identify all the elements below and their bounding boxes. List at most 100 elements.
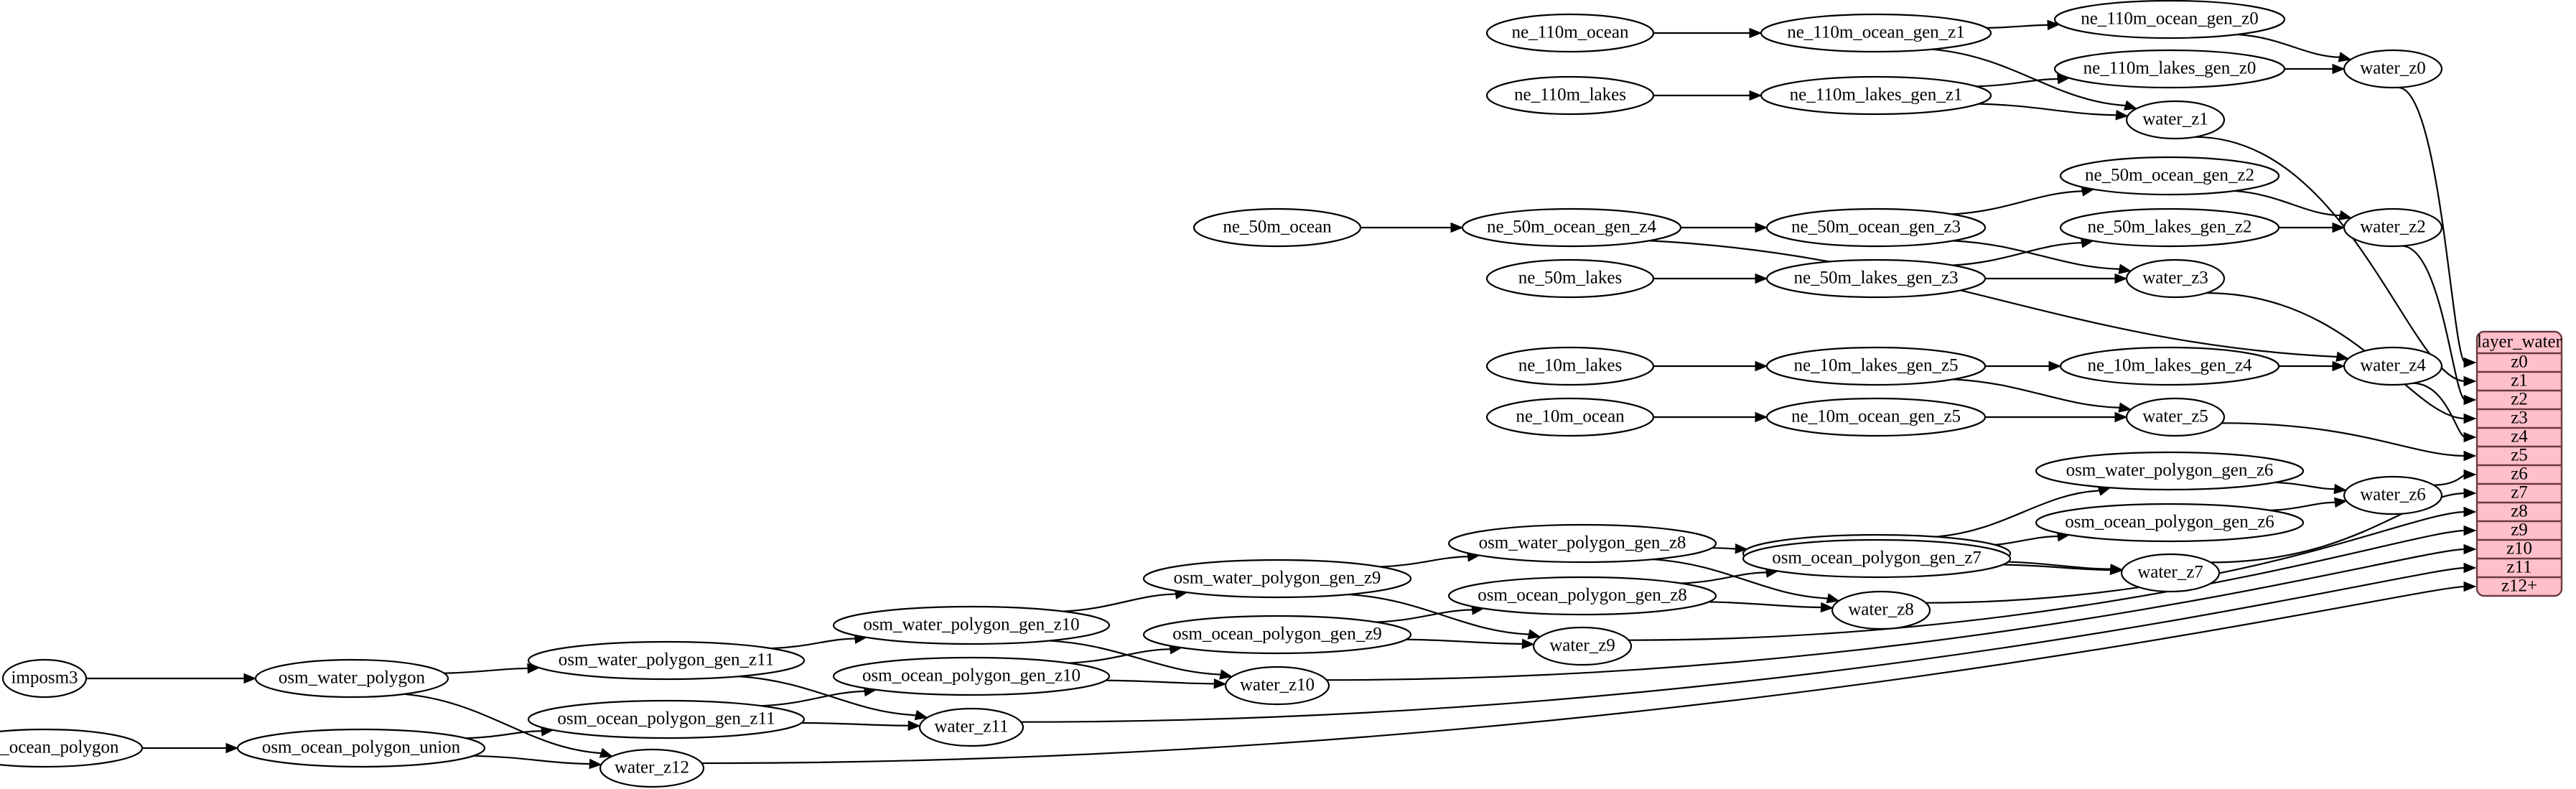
node-water_z5[interactable]: water_z5	[2125, 397, 2226, 437]
node-osm_water_polygon_gen_z9[interactable]: osm_water_polygon_gen_z9	[1142, 559, 1412, 599]
edge-ne_110m_ocean_gen_z0-to-water_z0	[2237, 33, 2341, 58]
node-osm_ocean_polygon_gen_z10[interactable]: osm_ocean_polygon_gen_z10	[832, 656, 1111, 696]
node-water_z6[interactable]: water_z6	[2343, 475, 2443, 515]
node-shape-ne_10m_ocean_gen_z5[interactable]	[1765, 397, 1987, 437]
edge-osm_water_polygon_gen_z8-to-water_z8	[1653, 558, 1829, 599]
node-water_z1[interactable]: water_z1	[2125, 100, 2226, 140]
node-shape-ne_50m_lakes_gen_z3[interactable]	[1765, 258, 1987, 299]
node-osm_water_polygon_gen_z6[interactable]: osm_water_polygon_gen_z6	[2035, 451, 2305, 491]
node-shape-ne_110m_ocean[interactable]	[1485, 13, 1655, 53]
node-ne_50m_lakes_gen_z3[interactable]: ne_50m_lakes_gen_z3	[1765, 258, 1987, 299]
node-shape-ne_110m_ocean_gen_z1[interactable]	[1760, 13, 1992, 53]
node-ne_110m_lakes_gen_z1[interactable]: ne_110m_lakes_gen_z1	[1760, 75, 1992, 116]
node-ne_110m_ocean[interactable]: ne_110m_ocean	[1485, 13, 1655, 53]
node-ne_10m_ocean_gen_z5[interactable]: ne_10m_ocean_gen_z5	[1765, 397, 1987, 437]
node-shape-water_z1[interactable]	[2125, 100, 2226, 140]
node-water_z10[interactable]: water_z10	[1224, 666, 1330, 706]
edge-arrowhead	[243, 673, 257, 684]
node-shape-ne_110m_lakes[interactable]	[1485, 75, 1655, 116]
node-water_z8[interactable]: water_z8	[1831, 590, 1931, 630]
node-ne_110m_ocean_gen_z0[interactable]: ne_110m_ocean_gen_z0	[2053, 0, 2286, 39]
node-water_z4[interactable]: water_z4	[2343, 346, 2443, 386]
node-ne_10m_ocean[interactable]: ne_10m_ocean	[1485, 397, 1655, 437]
node-shape-ne_10m_lakes_gen_z5[interactable]	[1765, 346, 1987, 386]
node-shape-ne_110m_lakes_gen_z0[interactable]	[2053, 49, 2286, 89]
node-osm_water_polygon[interactable]: osm_water_polygon	[254, 658, 449, 699]
node-shape-ne_50m_lakes[interactable]	[1485, 258, 1655, 299]
node-osm_ocean_polygon_gen_z7[interactable]: osm_ocean_polygon_gen_z7	[1742, 538, 2012, 579]
node-osm_ocean_polygon_union[interactable]: osm_ocean_polygon_union	[236, 728, 486, 768]
node-osm_ocean_polygon_gen_z11[interactable]: osm_ocean_polygon_gen_z11	[527, 699, 806, 739]
node-shape-osm_ocean_polygon_gen_z7[interactable]	[1742, 538, 2012, 579]
node-shape-ne_50m_ocean_gen_z2[interactable]	[2059, 156, 2280, 196]
node-shape-water_z2[interactable]	[2343, 207, 2443, 248]
node-shape-water_z6[interactable]	[2343, 475, 2443, 515]
node-ne_10m_lakes_gen_z4[interactable]: ne_10m_lakes_gen_z4	[2059, 346, 2280, 386]
node-shape-osm_ocean_polygon_gen_z9[interactable]	[1142, 615, 1412, 655]
node-ne_50m_ocean_gen_z2[interactable]: ne_50m_ocean_gen_z2	[2059, 156, 2280, 196]
node-shape-ne_50m_ocean_gen_z3[interactable]	[1765, 207, 1987, 248]
node-shape-osm_water_polygon_gen_z11[interactable]	[527, 640, 806, 681]
node-water_z0[interactable]: water_z0	[2343, 49, 2443, 89]
node-osm_water_polygon_gen_z10[interactable]: osm_water_polygon_gen_z10	[832, 605, 1111, 645]
node-osm_ocean_polygon[interactable]: osm_ocean_polygon	[0, 728, 144, 768]
node-osm_water_polygon_gen_z11[interactable]: osm_water_polygon_gen_z11	[527, 640, 806, 681]
node-shape-ne_110m_ocean_gen_z0[interactable]	[2053, 0, 2286, 39]
node-water_z3[interactable]: water_z3	[2125, 258, 2226, 299]
edge-osm_ocean_polygon_union-to-water_z12	[473, 755, 591, 765]
node-ne_50m_ocean_gen_z4[interactable]: ne_50m_ocean_gen_z4	[1461, 207, 1682, 248]
node-ne_110m_lakes_gen_z0[interactable]: ne_110m_lakes_gen_z0	[2053, 49, 2286, 89]
node-ne_110m_ocean_gen_z1[interactable]: ne_110m_ocean_gen_z1	[1760, 13, 1992, 53]
node-shape-ne_50m_ocean[interactable]	[1193, 207, 1362, 248]
edge-arrowhead	[1450, 222, 1464, 233]
node-water_z11[interactable]: water_z11	[918, 707, 1025, 747]
node-shape-osm_water_polygon[interactable]	[254, 658, 449, 699]
node-shape-water_z3[interactable]	[2125, 258, 2226, 299]
edge-osm_water_polygon_gen_z11-to-water_z11	[738, 676, 917, 716]
node-shape-osm_ocean_polygon_union[interactable]	[236, 728, 486, 768]
node-shape-water_z4[interactable]	[2343, 346, 2443, 386]
node-ne_50m_lakes_gen_z2[interactable]: ne_50m_lakes_gen_z2	[2059, 207, 2280, 248]
node-shape-ne_110m_lakes_gen_z1[interactable]	[1760, 75, 1992, 116]
node-ne_50m_ocean_gen_z3[interactable]: ne_50m_ocean_gen_z3	[1765, 207, 1987, 248]
node-water_z2[interactable]: water_z2	[2343, 207, 2443, 248]
edge-arrowhead	[2332, 360, 2346, 372]
node-osm_water_polygon_gen_z8[interactable]: osm_water_polygon_gen_z8	[1447, 523, 1717, 564]
node-ne_110m_lakes[interactable]: ne_110m_lakes	[1485, 75, 1655, 116]
node-shape-ne_10m_lakes_gen_z4[interactable]	[2059, 346, 2280, 386]
node-ne_10m_lakes[interactable]: ne_10m_lakes	[1485, 346, 1655, 386]
node-shape-ne_10m_lakes[interactable]	[1485, 346, 1655, 386]
node-shape-osm_ocean_polygon_gen_z8[interactable]	[1447, 576, 1717, 616]
edge-water_z11-to-layer_water-z11	[1021, 566, 2466, 723]
node-shape-imposm3[interactable]	[1, 658, 88, 699]
node-shape-osm_water_polygon_gen_z8[interactable]	[1447, 523, 1717, 564]
node-shape-ne_50m_ocean_gen_z4[interactable]	[1461, 207, 1682, 248]
node-water_z7[interactable]: water_z7	[2120, 553, 2221, 593]
node-osm_ocean_polygon_gen_z6[interactable]: osm_ocean_polygon_gen_z6	[2035, 503, 2305, 543]
node-shape-water_z7[interactable]	[2120, 553, 2221, 593]
node-shape-osm_ocean_polygon_gen_z10[interactable]	[832, 656, 1111, 696]
node-shape-water_z12[interactable]	[599, 748, 705, 788]
node-water_z9[interactable]: water_z9	[1532, 626, 1633, 666]
node-osm_ocean_polygon_gen_z9[interactable]: osm_ocean_polygon_gen_z9	[1142, 615, 1412, 655]
node-shape-water_z5[interactable]	[2125, 397, 2226, 437]
node-imposm3[interactable]: imposm3	[1, 658, 88, 699]
node-shape-water_z9[interactable]	[1532, 626, 1633, 666]
node-ne_50m_ocean[interactable]: ne_50m_ocean	[1193, 207, 1362, 248]
node-shape-osm_ocean_polygon_gen_z11[interactable]	[527, 699, 806, 739]
node-water_z12[interactable]: water_z12	[599, 748, 705, 788]
node-shape-ne_50m_lakes_gen_z2[interactable]	[2059, 207, 2280, 248]
node-shape-ne_10m_ocean[interactable]	[1485, 397, 1655, 437]
node-shape-osm_ocean_polygon[interactable]	[0, 728, 144, 768]
node-shape-osm_water_polygon_gen_z6[interactable]	[2035, 451, 2305, 491]
node-shape-water_z0[interactable]	[2343, 49, 2443, 89]
node-shape-water_z11[interactable]	[918, 707, 1025, 747]
node-shape-osm_ocean_polygon_gen_z6[interactable]	[2035, 503, 2305, 543]
node-shape-water_z10[interactable]	[1224, 666, 1330, 706]
node-ne_50m_lakes[interactable]: ne_50m_lakes	[1485, 258, 1655, 299]
node-osm_ocean_polygon_gen_z8[interactable]: osm_ocean_polygon_gen_z8	[1447, 576, 1717, 616]
node-ne_10m_lakes_gen_z5[interactable]: ne_10m_lakes_gen_z5	[1765, 346, 1987, 386]
node-shape-osm_water_polygon_gen_z9[interactable]	[1142, 559, 1412, 599]
node-shape-water_z8[interactable]	[1831, 590, 1931, 630]
node-shape-osm_water_polygon_gen_z10[interactable]	[832, 605, 1111, 645]
